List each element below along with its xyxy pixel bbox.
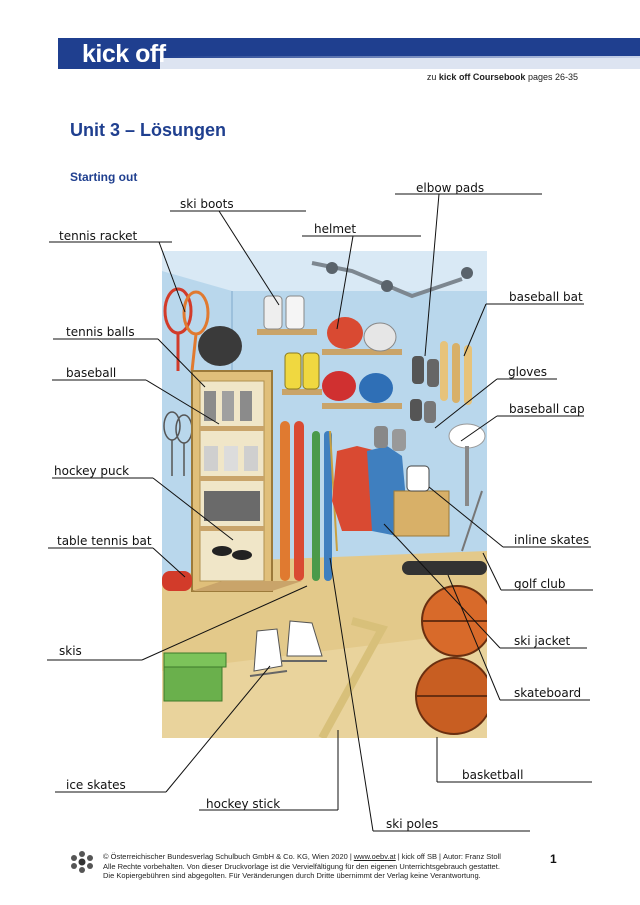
reference-prefix: zu [426,72,437,82]
label-tennis-racket: tennis racket [59,229,138,243]
label-elbow-pads: elbow pads [416,181,485,195]
page-title: Unit 3 – Lösungen [70,120,227,140]
header-banner-fade [160,56,640,59]
label-inline-skates: inline skates [514,533,590,547]
footer-line-2: Alle Rechte vorbehalten. Von dieser Druc… [103,861,500,871]
publisher-website-link[interactable]: www.oebv.at [353,852,396,861]
label-ice-skates: ice skates [66,778,126,792]
footer-book: kick off SB [401,852,437,861]
label-basketball: basketball [462,768,524,782]
footer-line-1: © Österreichischer Bundesverlag Schulbuc… [103,852,501,861]
label-baseball-cap: baseball cap [509,402,585,416]
brand-logo: kick off [82,40,166,68]
footer-author: Autor: Franz Stoll [442,852,501,861]
label-tennis-balls: tennis balls [66,325,135,339]
sports-shop-illustration [162,251,487,738]
label-helmet: helmet [314,222,357,236]
reference-pages: pages 26-35 [527,72,578,82]
reference-book: kick off Coursebook [438,72,526,82]
label-hockey-stick: hockey stick [206,797,281,811]
label-ski-poles: ski poles [386,817,439,831]
footer-publisher: © Österreichischer Bundesverlag Schulbuc… [103,852,348,861]
page-number: 1 [550,852,557,866]
label-baseball-bat: baseball bat [509,290,583,304]
label-hockey-puck: hockey puck [54,464,130,478]
label-golf-club: golf club [514,577,566,591]
label-baseball: baseball [66,366,117,380]
label-ski-boots: ski boots [180,197,234,211]
header-banner-tail [160,58,640,69]
label-ski-jacket: ski jacket [514,634,571,648]
label-skateboard: skateboard [514,686,582,700]
publisher-logo-icon [71,851,93,873]
section-heading: Starting out [70,170,138,184]
footer-line-3: Die Kopiergebühren sind abgegolten. Für … [103,871,481,880]
coursebook-reference: zu kick off Coursebook pages 26-35 [427,72,578,82]
footer-copyright: © Österreichischer Bundesverlag Schulbuc… [103,852,533,881]
label-table-tennis-bat: table tennis bat [57,534,152,548]
label-gloves: gloves [508,365,548,379]
label-skis: skis [59,644,82,658]
